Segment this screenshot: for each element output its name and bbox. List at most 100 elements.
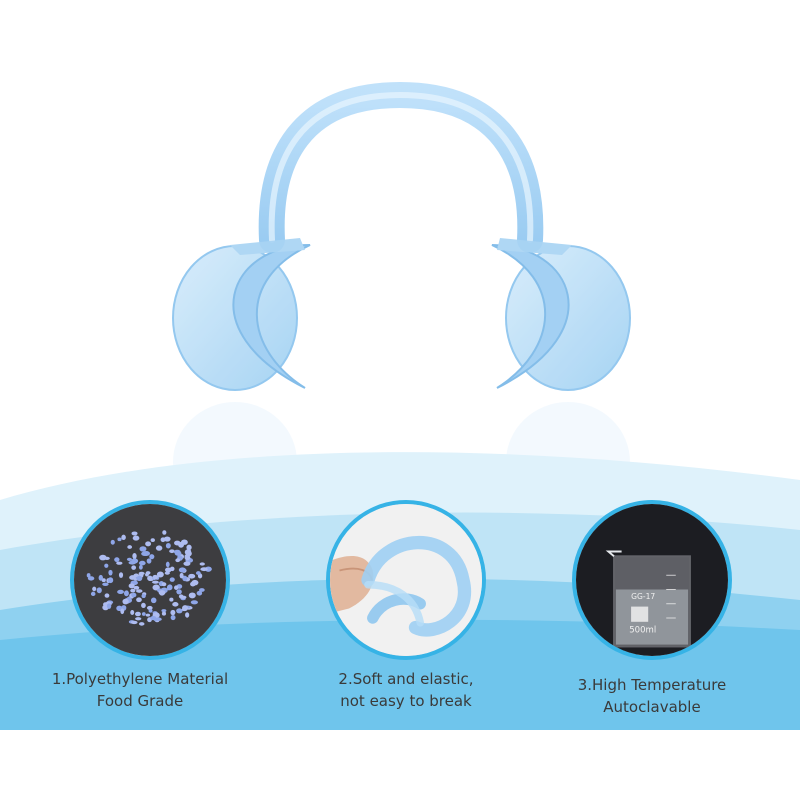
granule (181, 608, 187, 612)
feature-3-caption: 3.High Temperature Autoclavable (522, 674, 782, 718)
granule (166, 585, 171, 591)
granule (141, 594, 146, 599)
granule (99, 554, 107, 561)
granule (139, 546, 147, 552)
granule (117, 537, 122, 542)
granule (133, 573, 139, 578)
granule (179, 595, 187, 599)
granule (136, 575, 143, 581)
granule (148, 609, 153, 613)
granule (132, 553, 137, 560)
granule (138, 622, 145, 626)
granule (178, 567, 187, 573)
granule (122, 598, 129, 605)
granule (133, 585, 140, 590)
left-flange (172, 238, 311, 391)
granule (163, 536, 171, 542)
granule (190, 600, 198, 605)
granule (165, 567, 172, 573)
granule (179, 572, 184, 579)
granule (90, 591, 96, 597)
granule (200, 567, 208, 572)
granule (169, 597, 174, 602)
granule (107, 577, 114, 584)
granule (156, 571, 164, 578)
granule (128, 560, 136, 565)
granule (141, 551, 149, 557)
granule (86, 573, 91, 578)
granule (155, 545, 163, 551)
granule (190, 581, 196, 587)
granule (165, 542, 171, 549)
beaker-brand: GG-17 (631, 592, 655, 601)
granule (141, 612, 146, 616)
granule (177, 555, 182, 559)
granule (199, 562, 205, 566)
cheek-retractor-product (172, 81, 631, 470)
granule (158, 590, 166, 596)
granule (169, 549, 175, 554)
granule (131, 592, 137, 598)
granule (96, 587, 102, 594)
granule (165, 561, 170, 568)
granule (161, 609, 167, 613)
granule (199, 588, 205, 592)
granule (182, 575, 188, 582)
feature-2-image (326, 500, 486, 660)
feature-1-line1: 1.Polyethylene Material (51, 670, 229, 688)
granule (149, 554, 155, 560)
granule (120, 608, 125, 615)
granule (162, 530, 167, 535)
granule (126, 557, 133, 561)
granule (174, 540, 181, 546)
granule (106, 603, 112, 609)
granule (188, 592, 196, 599)
granule (104, 563, 109, 568)
granule (150, 616, 157, 621)
granule (138, 560, 146, 566)
granule (102, 582, 109, 586)
granule (130, 620, 138, 625)
granule (180, 539, 188, 545)
feature-1-line2: Food Grade (96, 692, 184, 710)
granule (195, 571, 201, 575)
granule (172, 602, 179, 607)
granule (184, 555, 191, 561)
granule (132, 535, 140, 541)
granule (170, 609, 176, 616)
granule (135, 617, 142, 621)
granule (161, 582, 167, 587)
granule (176, 608, 183, 614)
granule (175, 558, 181, 563)
granule (127, 545, 133, 549)
granule (145, 541, 152, 547)
granule (104, 593, 110, 598)
feature-3-line2: Autoclavable (603, 698, 701, 716)
feature-2-line1: 2.Soft and elastic, (338, 670, 474, 688)
beaker-volume: 500ml (629, 625, 656, 635)
beaker-photo-icon: GG-17 500ml (576, 504, 728, 656)
granule (170, 614, 176, 621)
granule (184, 549, 192, 556)
granule (186, 544, 192, 551)
granule (183, 561, 191, 566)
granule (114, 557, 120, 563)
granule (146, 558, 152, 564)
granule (92, 586, 97, 592)
granule (147, 575, 153, 581)
feature-3-line1: 3.High Temperature (577, 676, 727, 694)
granule (138, 571, 145, 576)
granule (117, 589, 124, 595)
granule (130, 588, 136, 593)
granule (136, 589, 143, 593)
hand-squeezing-retractor-icon (330, 504, 482, 656)
granule (150, 538, 155, 542)
granule (185, 612, 190, 618)
granule (128, 583, 135, 589)
granule (152, 574, 158, 580)
granule (150, 597, 157, 604)
granule (174, 551, 182, 556)
feature-1-image (70, 500, 230, 660)
granule (136, 597, 142, 603)
granule (196, 590, 203, 596)
